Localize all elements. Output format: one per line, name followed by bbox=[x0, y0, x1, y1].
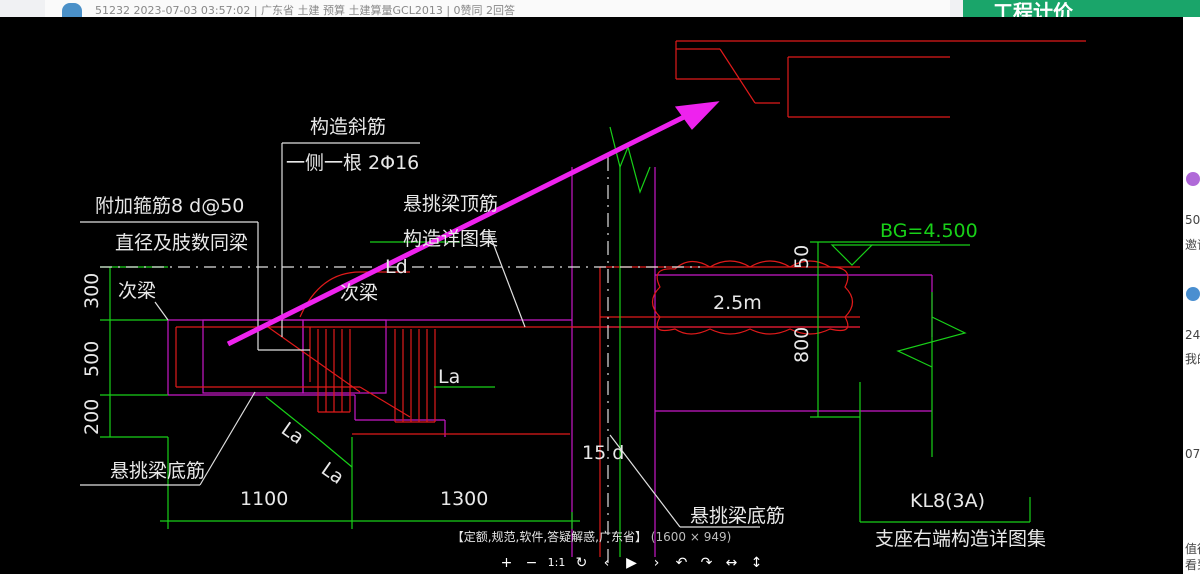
prev-button[interactable]: ‹ bbox=[603, 555, 610, 571]
kl8-label: KL8(3A) bbox=[910, 490, 985, 512]
stirrup-note-2: 直径及肢数同梁 bbox=[115, 232, 248, 254]
rebar-lines bbox=[175, 260, 860, 557]
side-text-2: 看到 bbox=[1185, 558, 1200, 572]
cloud-label: 2.5m bbox=[713, 292, 762, 314]
la-label-diag-2: La bbox=[317, 458, 348, 489]
dim-200: 200 bbox=[81, 399, 103, 435]
la-label-diag-1: La bbox=[277, 418, 308, 449]
leader-lines bbox=[80, 142, 760, 567]
side-text-1: 值得 bbox=[1185, 542, 1200, 556]
side-link-2[interactable]: 我的 bbox=[1185, 352, 1200, 366]
post-header-bar bbox=[45, 0, 950, 17]
top-bar-note-1: 悬挑梁顶筋 bbox=[403, 193, 498, 215]
zoom-out-button[interactable]: − bbox=[525, 555, 538, 571]
dim-50: 50 bbox=[791, 245, 813, 269]
secondary-beam-label-1: 次梁 bbox=[118, 280, 156, 302]
ad-banner-text: 工程计价 bbox=[993, 0, 1073, 17]
dim-800: 800 bbox=[791, 327, 813, 363]
image-caption: 【定额,规范,软件,答疑解惑,广东省】 (1600 × 949) bbox=[0, 528, 1183, 545]
flip-horizontal-button[interactable]: ↔ bbox=[725, 555, 738, 571]
image-viewer[interactable]: 构造斜筋 一侧一根 2Φ16 附加箍筋8 d@50 直径及肢数同梁 悬挑梁顶筋 … bbox=[0, 17, 1183, 574]
user-icon bbox=[1186, 172, 1200, 186]
coins-icon bbox=[1186, 287, 1200, 301]
secondary-beam-label-2: 次梁 bbox=[340, 282, 378, 304]
bottom-bar-note-right: 悬挑梁底筋 bbox=[690, 505, 785, 527]
flip-vertical-button[interactable]: ↕ bbox=[750, 555, 763, 571]
dim-1100: 1100 bbox=[240, 488, 288, 510]
side-count-2: 243 bbox=[1185, 328, 1200, 342]
dim-300: 300 bbox=[81, 273, 103, 309]
rotate-left-button[interactable]: ↶ bbox=[675, 555, 688, 571]
next-button[interactable]: › bbox=[653, 555, 660, 571]
elevation-label: BG=4.500 bbox=[880, 220, 978, 242]
caption-text: 【定额,规范,软件,答疑解惑,广东省】 bbox=[451, 530, 647, 544]
dim-15d: 15 d bbox=[582, 442, 624, 464]
viewer-toolbar: + − 1:1 ↻ ‹ ▶ › ↶ ↷ ↔ ↕ bbox=[494, 553, 769, 573]
stirrup-note-1: 附加箍筋8 d@50 bbox=[95, 195, 244, 217]
annotation-arrow bbox=[226, 101, 720, 347]
top-bar-note-2: 构造详图集 bbox=[403, 228, 498, 250]
oblique-bar-spec: 一侧一根 2Φ16 bbox=[286, 152, 419, 174]
rotate-right-button[interactable]: ↷ bbox=[700, 555, 713, 571]
cad-drawing-image: 构造斜筋 一侧一根 2Φ16 附加箍筋8 d@50 直径及肢数同梁 悬挑梁顶筋 … bbox=[80, 40, 1086, 567]
side-link-1[interactable]: 邀请 bbox=[1185, 238, 1200, 252]
refresh-button[interactable]: ↻ bbox=[575, 555, 588, 571]
post-meta-text: 51232 2023-07-03 03:57:02 | 广东省 土建 预算 土建… bbox=[95, 4, 516, 17]
top-sketch bbox=[675, 40, 1086, 118]
dim-500: 500 bbox=[81, 341, 103, 377]
dim-1300: 1300 bbox=[440, 488, 488, 510]
side-count-1: 507 bbox=[1185, 213, 1200, 227]
actual-size-button[interactable]: 1:1 bbox=[547, 556, 566, 569]
bottom-bar-note-left: 悬挑梁底筋 bbox=[110, 460, 205, 482]
la-label-right: La bbox=[438, 366, 460, 388]
oblique-bar-title: 构造斜筋 bbox=[310, 116, 386, 138]
ad-banner[interactable]: 工程计价 bbox=[963, 0, 1200, 17]
play-button[interactable]: ▶ bbox=[626, 555, 637, 571]
side-date: 07- bbox=[1185, 447, 1200, 461]
image-dimensions: (1600 × 949) bbox=[650, 530, 732, 544]
ld-label: Ld bbox=[385, 256, 408, 278]
dimension-lines bbox=[100, 126, 1031, 557]
support-detail-label: 支座右端构造详图集 bbox=[875, 528, 1046, 550]
user-avatar[interactable] bbox=[62, 3, 82, 17]
zoom-in-button[interactable]: + bbox=[500, 555, 513, 571]
